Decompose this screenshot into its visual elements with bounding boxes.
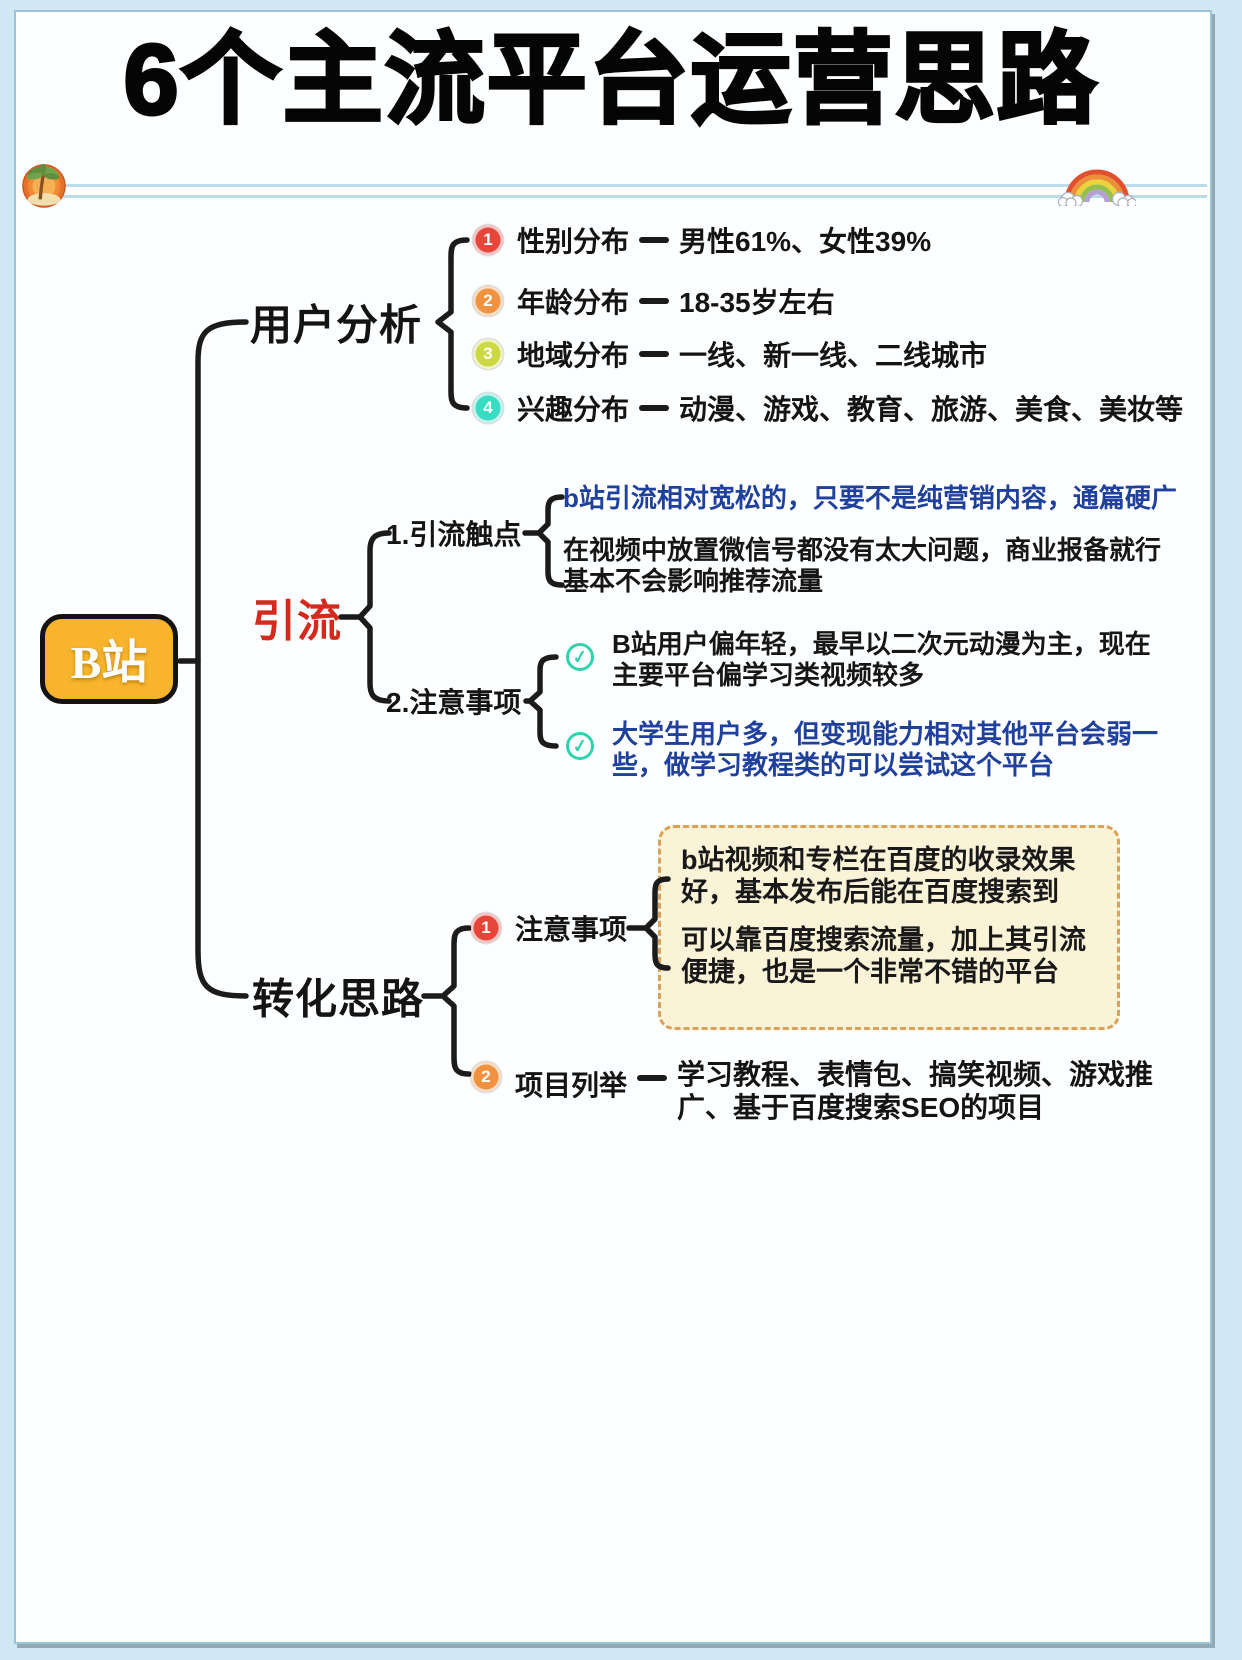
number-badge-3-icon: 3 [473, 339, 503, 369]
conversion-cautions-node: 1 注意事项 [471, 908, 627, 948]
caution-item-text: 大学生用户多，但变现能力相对其他平台会弱一些，做学习教程类的可以尝试这个平台 [612, 719, 1159, 780]
badge-number: 2 [483, 291, 493, 310]
projects-value: 学习教程、表情包、搞笑视频、游戏推广、基于百度搜索SEO的项目 [677, 1059, 1154, 1123]
branch-label-user-analysis: 用户分析 [250, 301, 423, 349]
root-node-label: B站 [70, 637, 148, 688]
badge-number: 3 [483, 344, 493, 363]
item-value: 18-35岁左右 [679, 287, 835, 318]
badge-number: 1 [483, 230, 493, 249]
note-paragraph: 可以靠百度搜索流量，加上其引流便捷，也是一个非常不错的平台 [681, 925, 1086, 987]
branch-label-conversion: 转化思路 [252, 975, 425, 1023]
number-badge-1-icon: 1 [471, 913, 501, 943]
dash-connector [639, 405, 670, 411]
projects-label: 项目列举 [515, 1070, 628, 1101]
root-node-bilibili: B站 [40, 614, 178, 704]
item-label: 兴趣分布 [517, 394, 630, 425]
number-badge-2-icon: 2 [471, 1062, 501, 1092]
note-paragraph: b站视频和专栏在百度的收录效果好，基本发布后能在百度搜索到 [681, 845, 1076, 907]
list-item-age: 2 年龄分布 18-35岁左右 [473, 281, 835, 321]
item-label: 地域分布 [517, 340, 630, 371]
dash-connector [637, 1075, 668, 1081]
node-label-touchpoint: 1.引流触点 [386, 519, 522, 550]
list-item-gender: 1 性别分布 男性61%、女性39% [473, 220, 931, 260]
conversion-cautions-label: 注意事项 [515, 914, 628, 945]
number-badge-4-icon: 4 [473, 393, 503, 423]
item-label: 性别分布 [517, 226, 630, 257]
notes-box: b站视频和专栏在百度的收录效果好，基本发布后能在百度搜索到 可以靠百度搜索流量，… [658, 825, 1120, 1030]
dash-connector [639, 351, 670, 357]
node-label-cautions: 2.注意事项 [386, 687, 522, 718]
page-title: 6个主流平台运营思路 [122, 23, 1099, 138]
badge-number: 4 [483, 398, 493, 417]
conversion-projects-node: 2 项目列举 学习教程、表情包、搞笑视频、游戏推广、基于百度搜索SEO的项目 [471, 1058, 1159, 1124]
badge-number: 2 [481, 1067, 491, 1086]
dash-connector [639, 298, 670, 304]
palm-tree-icon [22, 163, 66, 208]
badge-number: 1 [481, 918, 491, 937]
item-value: 动漫、游戏、教育、旅游、美食、美妆等 [679, 394, 1184, 425]
touchpoint-note-black: 在视频中放置微信号都没有太大问题，商业报备就行基本不会影响推荐流量 [563, 535, 1162, 596]
list-item-region: 3 地域分布 一线、新一线、二线城市 [473, 334, 987, 374]
list-item-interest: 4 兴趣分布 动漫、游戏、教育、旅游、美食、美妆等 [473, 388, 1183, 428]
number-badge-2-icon: 2 [473, 286, 503, 316]
number-badge-1-icon: 1 [473, 225, 503, 255]
touchpoint-note-blue: b站引流相对宽松的，只要不是纯营销内容，通篇硬广 [563, 483, 1177, 513]
title-divider [55, 184, 1207, 198]
item-value: 男性61%、女性39% [679, 226, 932, 257]
item-value: 一线、新一线、二线城市 [679, 340, 988, 371]
item-label: 年龄分布 [517, 287, 630, 318]
caution-item-text: B站用户偏年轻，最早以二次元动漫为主，现在主要平台偏学习类视频较多 [612, 629, 1151, 690]
rainbow-icon [1058, 169, 1136, 206]
branch-label-traffic: 引流 [252, 597, 342, 646]
dash-connector [639, 237, 670, 243]
